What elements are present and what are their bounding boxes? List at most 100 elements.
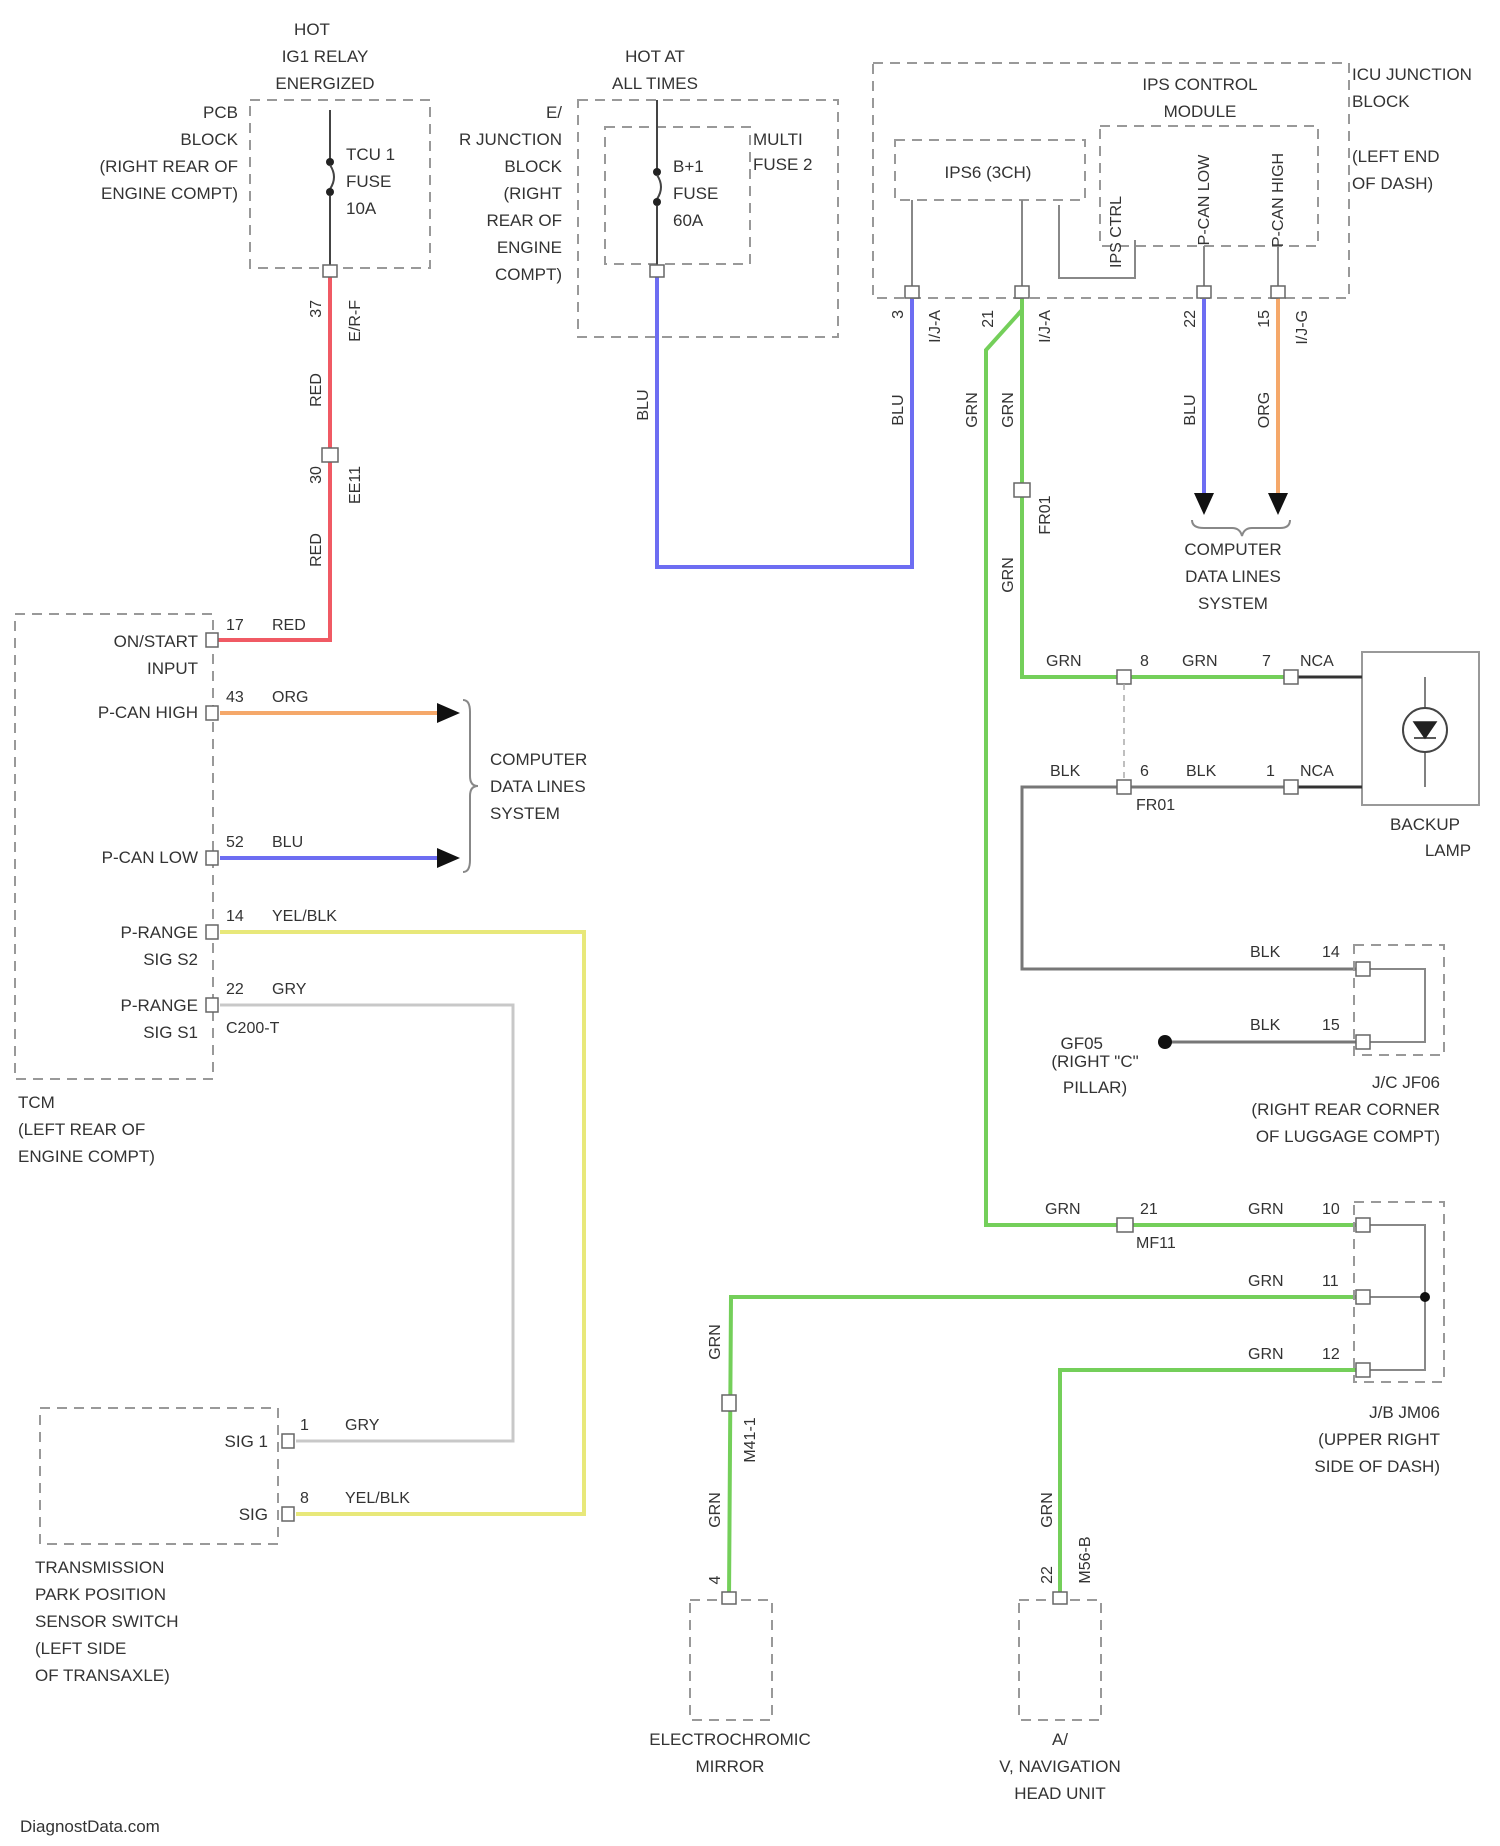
tp-name-line4: (LEFT SIDE	[35, 1639, 126, 1658]
fuse-out-conn: E/R-F	[347, 300, 364, 342]
tp-pin-8: 8	[300, 1490, 309, 1507]
tcm-prange2-line1: P-RANGE	[121, 923, 198, 942]
icu-junction-line2: BLOCK	[1352, 92, 1410, 111]
watermark: DiagnostData.com	[20, 1817, 160, 1836]
jb-line1: J/B JM06	[1369, 1403, 1440, 1422]
tcu-fuse-line3: 10A	[346, 199, 377, 218]
fr-blk-label2: BLK	[1186, 763, 1217, 780]
tcm-yelblk-label: YEL/BLK	[272, 908, 337, 925]
tcm-gry-label: GRY	[272, 981, 307, 998]
mirror-inline-conn: M41-1	[742, 1417, 759, 1462]
jb-line2: (UPPER RIGHT	[1318, 1430, 1440, 1449]
tcu-fuse-line1: TCU 1	[346, 145, 395, 164]
icu-data-lines-line2: DATA LINES	[1185, 567, 1281, 586]
icu-conn-g: I/J-G	[1294, 310, 1311, 345]
hot-relay-line3: ENERGIZED	[275, 74, 374, 93]
mirror-line1: ELECTROCHROMIC	[649, 1730, 811, 1749]
mf-conn-label: MF11	[1136, 1235, 1176, 1252]
ips-pin-canl: P-CAN LOW	[1196, 154, 1213, 246]
icu-conn-a: I/J-A	[927, 310, 944, 343]
tcm-prange2-line2: SIG S2	[143, 950, 198, 969]
jb-pin-11: 11	[1322, 1273, 1339, 1290]
tcm-pin-17: 17	[226, 617, 244, 634]
mid-inline-pin: 30	[308, 466, 325, 484]
icu-pin-15: 15	[1256, 310, 1273, 328]
jb-splice	[1420, 1292, 1430, 1302]
fr-grn-label1: GRN	[1046, 653, 1082, 670]
tcm-prange1-line1: P-RANGE	[121, 996, 198, 1015]
icu-data-lines-line1: COMPUTER	[1184, 540, 1281, 559]
pcb-line2: BLOCK	[180, 130, 238, 149]
fr-pin-6: 6	[1140, 763, 1149, 780]
tcm-blu-label: BLU	[272, 834, 303, 851]
jc-pin-15: 15	[1322, 1017, 1340, 1034]
tcm-prange1-line2: SIG S1	[143, 1023, 198, 1042]
mf-grn-label2: GRN	[1248, 1201, 1284, 1218]
ground-loc-line1: (RIGHT "C"	[1051, 1052, 1138, 1071]
ej-line5: REAR OF	[486, 211, 562, 230]
ej-line1: E/	[546, 103, 562, 122]
fr-nca-label2: NCA	[1300, 763, 1334, 780]
tcm-data-lines-line1: COMPUTER	[490, 750, 587, 769]
mf-pin-21: 21	[1140, 1201, 1158, 1218]
jb-grn-label2: GRN	[1248, 1273, 1284, 1290]
nav-line1: A/	[1052, 1730, 1068, 1749]
tp-name-line1: TRANSMISSION	[35, 1558, 164, 1577]
icu-pin-22: 22	[1182, 310, 1199, 328]
icu-data-lines-line3: SYSTEM	[1198, 594, 1268, 613]
nav-conn: M56-B	[1077, 1536, 1094, 1583]
tcm-data-lines-line2: DATA LINES	[490, 777, 586, 796]
ips-module-line2: MODULE	[1164, 102, 1237, 121]
tp-name-line2: PARK POSITION	[35, 1585, 166, 1604]
tcm-red-label: RED	[272, 617, 306, 634]
tp-yelblk-label: YEL/BLK	[345, 1490, 410, 1507]
backup-lamp-line1: BACKUP	[1390, 815, 1460, 834]
ej-line2: R JUNCTION	[459, 130, 562, 149]
blu-label-left: BLU	[635, 389, 652, 420]
fuse-out-pin: 37	[308, 300, 325, 318]
fr-grn-label2: GRN	[1182, 653, 1218, 670]
jb-pin-10: 10	[1322, 1201, 1340, 1218]
multi-fuse-line2: FUSE 2	[753, 155, 813, 174]
red-label-lower: RED	[308, 533, 325, 567]
fr-inline-conn: FR01	[1037, 495, 1054, 534]
hot-all-times-line1: HOT AT	[625, 47, 685, 66]
icu-blu-label: BLU	[1182, 394, 1199, 425]
icu-pin-21: 21	[980, 310, 997, 328]
ej-line6: ENGINE	[497, 238, 562, 257]
ground-icon	[1158, 1035, 1172, 1049]
hot-relay-line1: HOT	[294, 20, 330, 39]
grn-label-a: GRN	[964, 392, 981, 428]
tp-pin-1: 1	[300, 1417, 309, 1434]
tcm-canh-label: P-CAN HIGH	[98, 703, 198, 722]
tcm-name-line3: ENGINE COMPT)	[18, 1147, 155, 1166]
red-label-upper: RED	[308, 373, 325, 407]
tcu-fuse-line2: FUSE	[346, 172, 391, 191]
nav-grn-label: GRN	[1039, 1492, 1056, 1528]
ground-id: GF05	[1060, 1034, 1103, 1053]
icu-location-line2: OF DASH)	[1352, 174, 1433, 193]
jc-line2: (RIGHT REAR CORNER	[1251, 1100, 1440, 1119]
fr-pin-1: 1	[1266, 763, 1275, 780]
mirror-grn-label1: GRN	[707, 1324, 724, 1360]
grn-label-c: GRN	[1000, 557, 1017, 593]
tp-gry-label: GRY	[345, 1417, 380, 1434]
fr-nca-label1: NCA	[1300, 653, 1334, 670]
tcm-onstart-line1: ON/START	[114, 632, 198, 651]
jc-line3: OF LUGGAGE COMPT)	[1256, 1127, 1440, 1146]
jc-blk-label2: BLK	[1250, 1017, 1281, 1034]
fr-blk-label1: BLK	[1050, 763, 1081, 780]
nav-pin-22: 22	[1039, 1566, 1056, 1584]
tcm-name-line2: (LEFT REAR OF	[18, 1120, 145, 1139]
icu-pin-3: 3	[890, 310, 907, 319]
jc-line1: J/C JF06	[1372, 1073, 1440, 1092]
tcm-data-lines-line3: SYSTEM	[490, 804, 560, 823]
tcm-pin-43: 43	[226, 689, 244, 706]
tcm-pin-22: 22	[226, 981, 244, 998]
b1-fuse-line1: B+1	[673, 157, 704, 176]
mirror-pin-4: 4	[707, 1575, 724, 1584]
tcm-canl-label: P-CAN LOW	[102, 848, 198, 867]
ips-module-line1: IPS CONTROL	[1142, 75, 1257, 94]
